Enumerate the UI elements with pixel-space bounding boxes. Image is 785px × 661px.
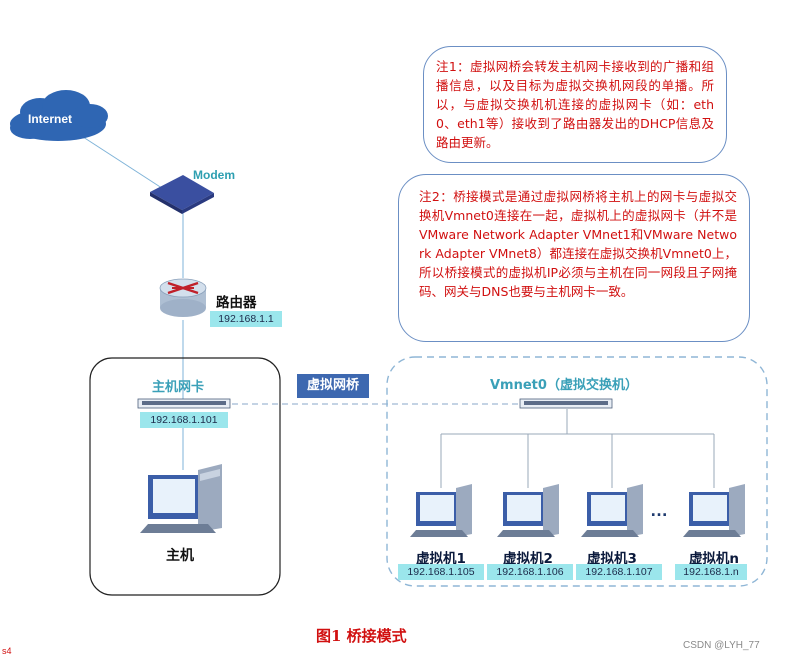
- vm-ellipsis: …: [650, 500, 668, 520]
- host-nic-ip: 192.168.1.101: [140, 412, 228, 428]
- vm1-ip: 192.168.1.105: [398, 564, 484, 580]
- vm2-computer-icon: [497, 484, 559, 537]
- vm1-label: 虚拟机1: [416, 551, 466, 567]
- internet-label: Internet: [28, 112, 73, 126]
- vm1-computer-icon: [410, 484, 472, 537]
- corner-mark: s4: [2, 646, 12, 656]
- connection-lines: [79, 134, 715, 488]
- modem-label: Modem: [193, 168, 235, 182]
- host-frame: [89, 357, 281, 596]
- watermark: CSDN @LYH_77: [683, 640, 760, 651]
- vm2-label: 虚拟机2: [503, 551, 553, 567]
- vmnet-frame: [386, 356, 768, 587]
- vm3-ip: 192.168.1.107: [576, 564, 662, 580]
- router-icon: [159, 278, 207, 317]
- vmnet0-switch-icon: [519, 398, 613, 409]
- internet-modem-link: [79, 134, 169, 193]
- router-ip: 192.168.1.1: [210, 311, 282, 327]
- note-1: 注1：虚拟网桥会转发主机网卡接收到的广播和组播信息，以及目标为虚拟交换机网段的单…: [423, 46, 727, 163]
- host-nic-icon: [137, 398, 231, 409]
- figure-title: 图1 桥接模式: [316, 627, 407, 645]
- vm3-computer-icon: [581, 484, 643, 537]
- vm3-label: 虚拟机3: [587, 551, 637, 567]
- host-nic-label: 主机网卡: [152, 380, 205, 395]
- virtual-bridge-label: 虚拟网桥: [297, 374, 369, 398]
- host-computer-icon: [140, 464, 222, 533]
- vm2-ip: 192.168.1.106: [487, 564, 573, 580]
- modem-icon: [150, 175, 214, 214]
- internet-cloud-icon: [10, 90, 108, 141]
- host-label: 主机: [166, 548, 194, 564]
- vmn-ip: 192.168.1.n: [675, 564, 747, 580]
- router-label: 路由器: [216, 295, 257, 311]
- vmn-computer-icon: [683, 484, 745, 537]
- vmn-label: 虚拟机n: [688, 551, 740, 567]
- vmnet0-label: Vmnet0（虚拟交换机）: [490, 378, 638, 393]
- note-2: 注2：桥接模式是通过虚拟网桥将主机上的网卡与虚拟交换机Vmnet0连接在一起，虚…: [398, 174, 750, 342]
